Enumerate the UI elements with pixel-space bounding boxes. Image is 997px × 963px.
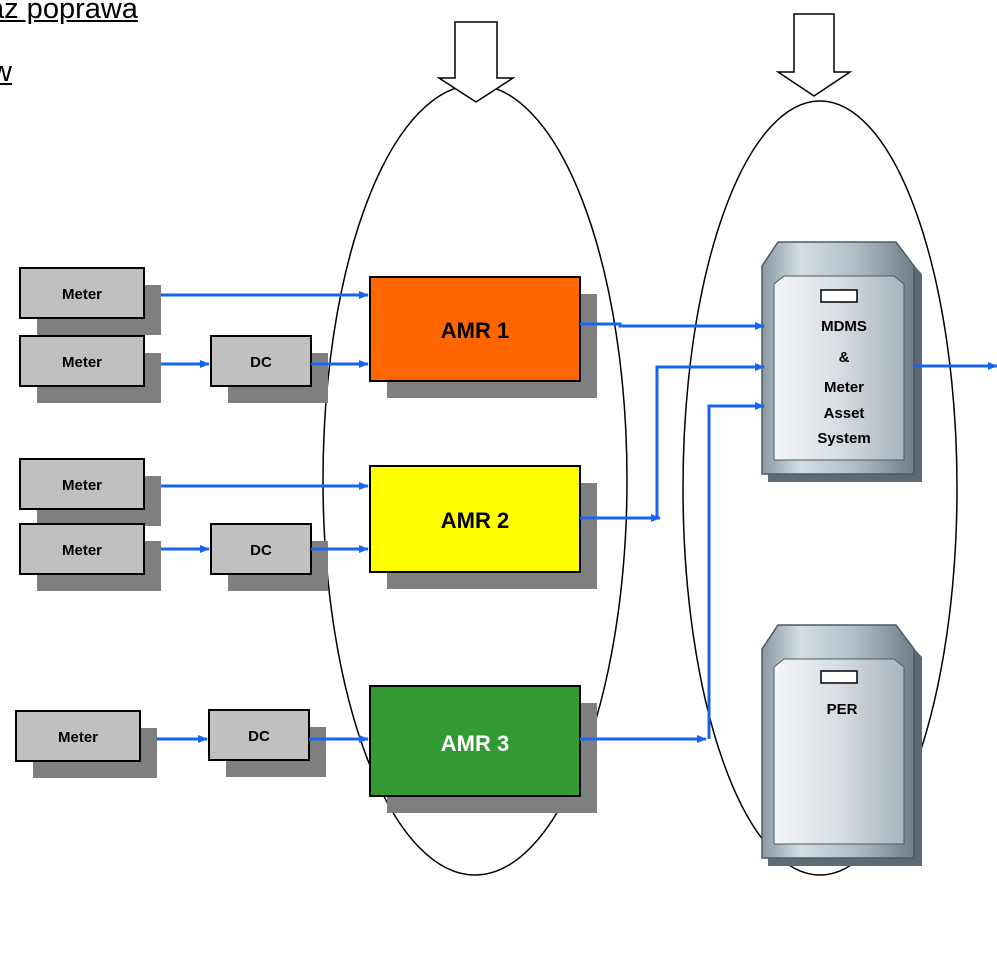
server-icon: MDMS & Meter Asset System: [761, 241, 922, 482]
flow-arrow-icon: [157, 291, 997, 743]
down-arrow-outline-icon: [775, 13, 853, 97]
meter-label: Meter: [62, 542, 102, 559]
amr-label: AMR 3: [441, 731, 509, 756]
mdms-group-ellipse: [682, 100, 958, 876]
heading-line-2: w: [0, 56, 12, 88]
meter-box: Meter: [15, 710, 157, 778]
dc-box: DC: [210, 523, 328, 591]
heading-line-1: az poprawa: [0, 0, 138, 25]
mdms-label-line: MDMS: [821, 318, 867, 335]
mdms-label-line: Meter: [824, 379, 864, 396]
mdms-label-line: Asset: [824, 405, 865, 422]
meter-box: Meter: [19, 458, 161, 526]
meter-label: Meter: [62, 286, 102, 303]
per-label: PER: [827, 701, 858, 718]
meter-label: Meter: [62, 354, 102, 371]
amr-2-box: AMR 2: [369, 465, 597, 589]
dc-label: DC: [250, 354, 272, 371]
amr-label: AMR 1: [441, 318, 509, 343]
amr-1-box: AMR 1: [369, 276, 597, 398]
dc-box: DC: [208, 709, 326, 777]
mdms-label-line: &: [839, 349, 850, 366]
dc-box: DC: [210, 335, 328, 403]
meter-label: Meter: [58, 729, 98, 746]
server-icon: PER: [761, 624, 922, 866]
amr-3-box: AMR 3: [369, 685, 597, 813]
dc-label: DC: [248, 728, 270, 745]
down-arrow-outline-icon: [436, 21, 516, 103]
amr-label: AMR 2: [441, 508, 509, 533]
dc-label: DC: [250, 542, 272, 559]
mdms-label-line: System: [817, 430, 870, 447]
meter-label: Meter: [62, 477, 102, 494]
meter-box: Meter: [19, 335, 161, 403]
meter-box: Meter: [19, 523, 161, 591]
meter-box: Meter: [19, 267, 161, 335]
